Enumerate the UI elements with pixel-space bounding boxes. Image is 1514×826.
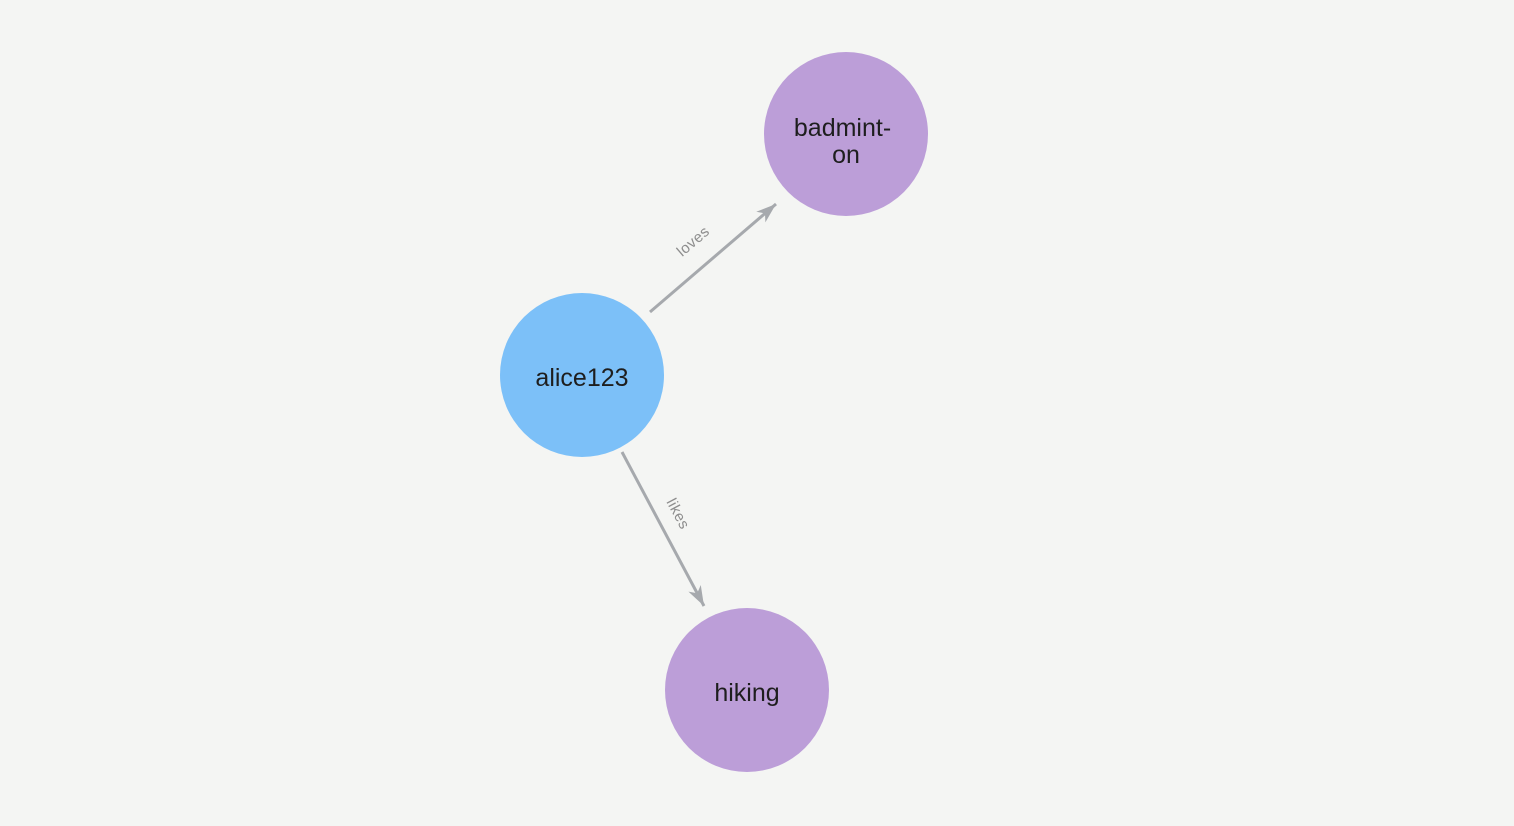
node-alice123[interactable]: alice123 [500, 293, 664, 457]
edge-likes: likes [620, 451, 706, 607]
edge-line-loves[interactable] [649, 202, 777, 314]
edge-loves: loves [649, 202, 777, 314]
edge-label-likes[interactable]: likes [663, 496, 693, 533]
node-badminton[interactable]: badmint- on [764, 52, 928, 216]
edge-label-loves[interactable]: loves [674, 223, 714, 260]
node-circle-alice123[interactable] [500, 293, 664, 457]
edge-line-likes[interactable] [620, 451, 706, 607]
node-circle-badminton[interactable] [764, 52, 928, 216]
node-hiking[interactable]: hiking [665, 608, 829, 772]
node-circle-hiking[interactable] [665, 608, 829, 772]
